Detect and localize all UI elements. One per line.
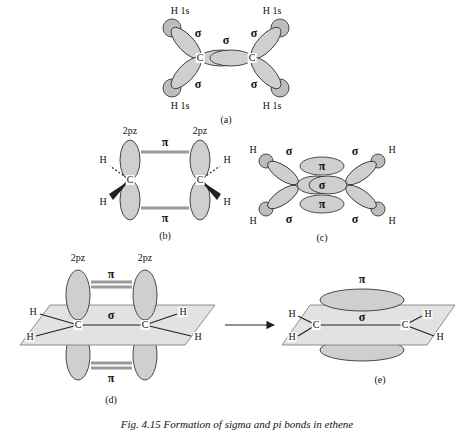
bond-label: σ <box>223 34 230 46</box>
atom-label: H <box>387 216 396 226</box>
atom-label: H <box>248 145 257 155</box>
c-h-bond <box>405 325 434 336</box>
sigma-bond <box>78 324 145 325</box>
orbital-label: H 1s <box>263 6 282 16</box>
panel-label: (b) <box>159 231 171 241</box>
atom-label: H <box>248 216 257 226</box>
bond-label: σ <box>251 27 258 39</box>
panel-c-orbitals <box>259 154 385 216</box>
bond-label: σ <box>286 145 293 157</box>
bond-label: σ <box>286 213 293 225</box>
bond-label: σ <box>352 145 359 157</box>
c-h-bond <box>145 314 177 325</box>
bond-label: π <box>162 136 169 148</box>
atom-label: H <box>98 197 107 207</box>
atom-label: H <box>222 155 231 165</box>
pi-overlap <box>91 281 132 284</box>
sp2-lobe <box>247 53 286 93</box>
c-h-bond <box>145 325 191 336</box>
bond-label: π <box>319 198 326 210</box>
sp2-lobe <box>167 53 206 93</box>
c-h-bond <box>36 325 78 336</box>
sp2-lobe <box>210 50 252 66</box>
panel-e-orbitals <box>282 289 455 361</box>
sp2-lobe <box>309 176 347 194</box>
atom-label: C <box>74 320 83 330</box>
panel-b-orbitals <box>109 140 221 220</box>
panel-d-orbitals <box>20 270 215 380</box>
bond-label: σ <box>359 311 366 323</box>
atom-label: C <box>196 53 205 63</box>
bond-label: σ <box>319 179 326 191</box>
bond-label: π <box>319 160 326 172</box>
panel-label: (d) <box>105 395 117 405</box>
orbital-label: 2pz <box>123 126 137 136</box>
sp2-lobe <box>264 157 302 189</box>
panel-label: (a) <box>220 115 231 125</box>
atom-label: C <box>141 320 150 330</box>
bond-label: π <box>162 212 169 224</box>
orbital-label: 2pz <box>138 253 152 263</box>
p-lobe <box>133 270 157 320</box>
c-h-bond <box>40 314 78 325</box>
pi-overlap <box>91 286 132 289</box>
sp2-lobe <box>342 157 380 189</box>
bond-label: σ <box>352 213 359 225</box>
atom-label: C <box>196 175 205 185</box>
atom-label: H <box>287 309 296 319</box>
pi-overlap <box>141 207 189 210</box>
p-lobe <box>190 140 210 180</box>
bond-label: π <box>108 372 115 384</box>
bond-label: σ <box>108 309 115 321</box>
orbital-label: H 1s <box>171 6 190 16</box>
pi-overlap <box>141 151 189 154</box>
atom-label: C <box>401 320 410 330</box>
atom-label: H <box>178 307 187 317</box>
pi-lobe <box>300 157 344 175</box>
molecular-plane <box>20 305 215 345</box>
pi-overlap <box>91 367 132 370</box>
atom-label: H <box>435 332 444 342</box>
pi-lobe <box>320 289 404 311</box>
sp2-lobe <box>342 181 380 213</box>
sp2-lobe <box>264 181 302 213</box>
panel-a-orbitals <box>163 19 289 97</box>
pi-overlap <box>91 362 132 365</box>
sp2-lobe <box>167 23 206 63</box>
atom-label: C <box>248 53 257 63</box>
atom-label: H <box>98 155 107 165</box>
atom-label: H <box>423 309 432 319</box>
bond-label: σ <box>195 27 202 39</box>
atom-label: C <box>126 175 135 185</box>
orbital-label: 2pz <box>193 126 207 136</box>
atom-label: H <box>28 307 37 317</box>
orbital-label: H 1s <box>171 101 190 111</box>
p-lobe <box>120 140 140 180</box>
atom-label: H <box>387 145 396 155</box>
figure-caption: Fig. 4.15 Formation of sigma and pi bond… <box>121 419 354 430</box>
panel-label: (e) <box>374 375 385 385</box>
arrow <box>225 324 274 325</box>
orbital-label: 2pz <box>71 253 85 263</box>
panel-label: (c) <box>316 233 327 243</box>
bond-label: σ <box>195 78 202 90</box>
atom-label: H <box>287 332 296 342</box>
atom-label: H <box>193 332 202 342</box>
bond-label: σ <box>251 78 258 90</box>
p-lobe <box>66 270 90 320</box>
bond-label: π <box>359 273 366 285</box>
atom-label: H <box>222 197 231 207</box>
orbital-label: H 1s <box>263 101 282 111</box>
atom-label: H <box>25 332 34 342</box>
pi-lobe <box>300 195 344 213</box>
atom-label: C <box>312 320 321 330</box>
sp2-lobe <box>247 23 286 63</box>
sigma-bond <box>316 324 405 325</box>
bond-label: π <box>108 268 115 280</box>
